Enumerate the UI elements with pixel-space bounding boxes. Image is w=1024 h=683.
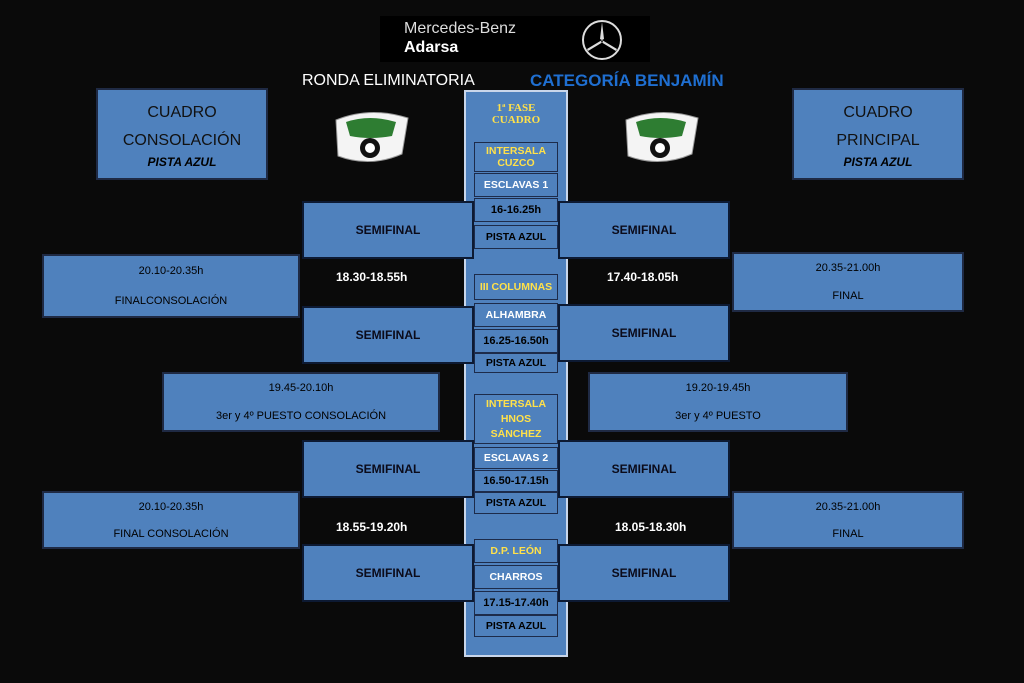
final-1-label: FINAL xyxy=(832,290,864,302)
third-label: 3er y 4º PUESTO xyxy=(675,410,761,422)
main-pista: PISTA AZUL xyxy=(843,155,913,169)
phase-line2: CUADRO xyxy=(491,114,541,126)
round-title: RONDA ELIMINATORIA xyxy=(302,72,475,89)
semifinal-right-1: SEMIFINAL xyxy=(558,201,730,259)
semifinal-left-2: SEMIFINAL xyxy=(302,306,474,364)
consolation-bracket-header: CUADRO CONSOLACIÓN PISTA AZUL xyxy=(96,88,268,180)
sponsor-line1: Mercedes-Benz xyxy=(404,20,517,37)
final-1-time: 20.35-21.00h xyxy=(815,262,881,274)
main-line2: PRINCIPAL xyxy=(836,132,920,149)
third-place: 19.20-19.45h 3er y 4º PUESTO xyxy=(588,372,848,432)
main-line1: CUADRO xyxy=(843,104,913,121)
first-phase-title: 1ª FASE CUADRO xyxy=(470,96,562,132)
match3-time: 16.50-17.15h xyxy=(474,470,558,492)
match2-time: 16.25-16.50h xyxy=(474,329,558,353)
consolation-third-place: 19.45-20.10h 3er y 4º PUESTO CONSOLACIÓN xyxy=(162,372,440,432)
sponsor-line2: Adarsa xyxy=(404,39,459,56)
main-bracket-header: CUADRO PRINCIPAL PISTA AZUL xyxy=(792,88,964,180)
match1-time: 16-16.25h xyxy=(474,198,558,222)
final-2-label: FINAL xyxy=(832,527,864,540)
consolation-third-time: 19.45-20.10h xyxy=(268,382,334,394)
consolation-final-1: 20.10-20.35h FINALCONSOLACIÓN xyxy=(42,254,300,318)
semifinal-time-right-2: 18.05-18.30h xyxy=(615,520,687,534)
semifinal-right-4: SEMIFINAL xyxy=(558,544,730,602)
semifinal-left-3: SEMIFINAL xyxy=(302,440,474,498)
consolation-line1: CUADRO xyxy=(147,104,217,121)
consolation-final-2-time: 20.10-20.35h xyxy=(138,500,204,513)
phase-line1: 1ª FASE xyxy=(496,102,536,114)
consolation-final-2: 20.10-20.35h FINAL CONSOLACIÓN xyxy=(42,491,300,549)
semifinal-right-2: SEMIFINAL xyxy=(558,304,730,362)
match4-pista: PISTA AZUL xyxy=(474,615,558,637)
semifinal-left-1: SEMIFINAL xyxy=(302,201,474,259)
consolation-pista: PISTA AZUL xyxy=(147,155,217,169)
consolation-final-1-time: 20.10-20.35h xyxy=(138,265,204,277)
match3-pista: PISTA AZUL xyxy=(474,492,558,514)
consolation-third-label: 3er y 4º PUESTO CONSOLACIÓN xyxy=(215,410,387,422)
match4-team2: CHARROS xyxy=(474,565,558,589)
final-2: 20.35-21.00h FINAL xyxy=(732,491,964,549)
match3-team1: INTERSALA HNOS SÁNCHEZ xyxy=(474,394,558,444)
match3-team2: ESCLAVAS 2 xyxy=(474,447,558,469)
category-title: CATEGORÍA BENJAMÍN xyxy=(530,71,724,90)
semifinal-left-4: SEMIFINAL xyxy=(302,544,474,602)
match1-team2: ESCLAVAS 1 xyxy=(474,173,558,197)
semifinal-time-right-1: 17.40-18.05h xyxy=(607,270,679,284)
consolation-line2: CONSOLACIÓN xyxy=(122,132,242,149)
club-logo-right xyxy=(625,111,699,163)
match4-time: 17.15-17.40h xyxy=(474,591,558,615)
match1-team1: INTERSALA CUZCO xyxy=(474,142,558,172)
club-logo-left xyxy=(335,111,409,163)
match1-pista: PISTA AZUL xyxy=(474,225,558,249)
match2-pista: PISTA AZUL xyxy=(474,353,558,373)
sponsor-banner: Mercedes-Benz Adarsa xyxy=(380,16,650,62)
final-1: 20.35-21.00h FINAL xyxy=(732,252,964,312)
consolation-final-2-label: FINAL CONSOLACIÓN xyxy=(113,527,229,540)
mercedes-star-icon xyxy=(582,20,622,60)
match4-team1: D.P. LEÓN xyxy=(474,539,558,563)
third-time: 19.20-19.45h xyxy=(685,382,751,394)
semifinal-time-left-2: 18.55-19.20h xyxy=(336,520,408,534)
match2-team1: III COLUMNAS xyxy=(474,274,558,300)
consolation-final-1-label: FINALCONSOLACIÓN xyxy=(114,295,228,307)
final-2-time: 20.35-21.00h xyxy=(815,500,881,513)
match2-team2: ALHAMBRA xyxy=(474,303,558,327)
semifinal-right-3: SEMIFINAL xyxy=(558,440,730,498)
semifinal-time-left-1: 18.30-18.55h xyxy=(336,270,408,284)
